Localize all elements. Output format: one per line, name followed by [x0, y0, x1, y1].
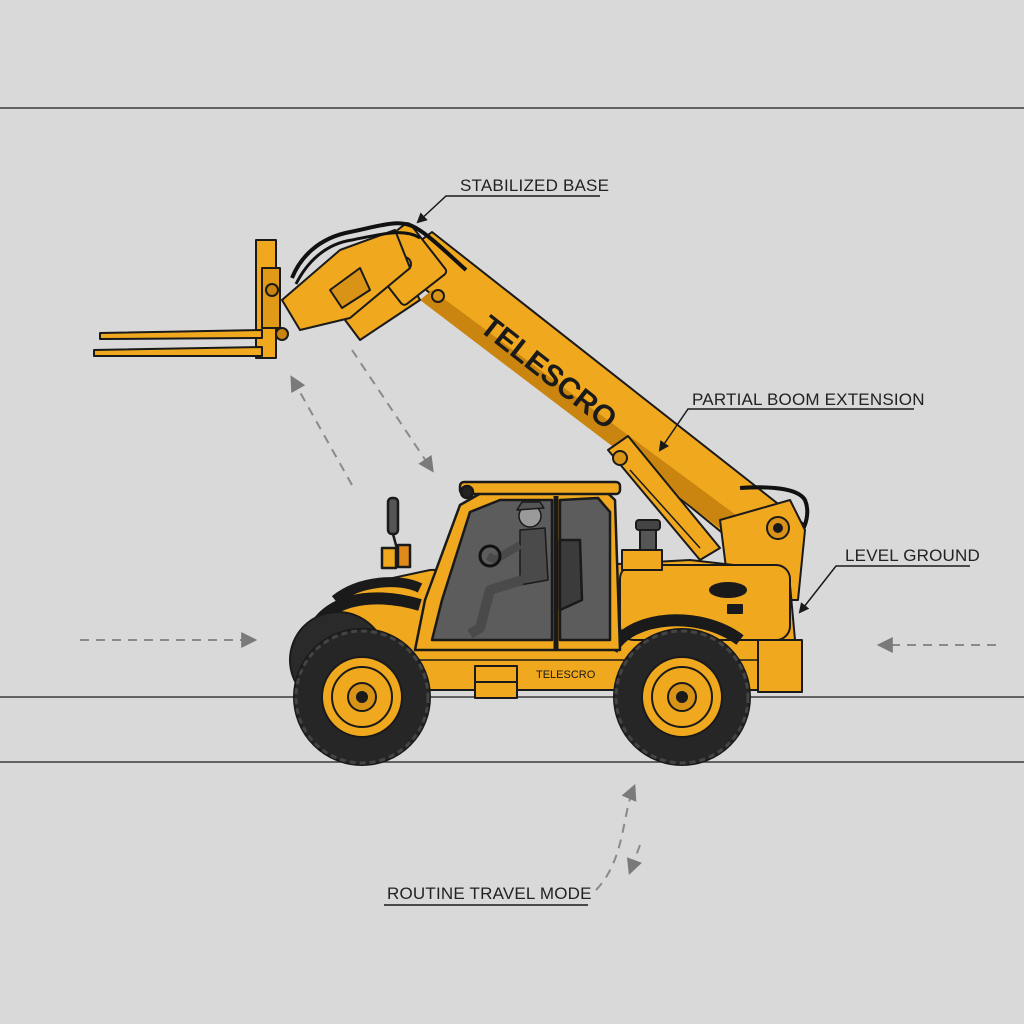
motion-arrows [80, 349, 996, 891]
rear-wheel [613, 628, 751, 766]
callout-label-partial-boom-extension: PARTIAL BOOM EXTENSION [692, 390, 925, 409]
callout-level-ground: LEVEL GROUND [798, 546, 980, 614]
fork-lower [93, 346, 263, 357]
hydraulic-hose-lower [739, 485, 810, 536]
callout-label-level-ground: LEVEL GROUND [845, 546, 980, 565]
ground-up-arrow [595, 784, 637, 891]
callout-label-routine-travel-mode: ROUTINE TRAVEL MODE [387, 884, 592, 903]
front-wheel [293, 628, 431, 766]
operator-cab [380, 480, 622, 652]
lift-cylinder [607, 435, 721, 561]
load-up-arrow [290, 375, 353, 486]
callout-label-stabilized-base: STABILIZED BASE [460, 176, 609, 195]
telescopic-boom [93, 221, 810, 601]
callout-stabilized-base: STABILIZED BASE [416, 176, 609, 224]
hydraulic-hose-upper [290, 221, 468, 279]
wheels [289, 611, 751, 766]
body-brand-text: TELESCRO [536, 669, 596, 681]
callout-routine-travel-mode: ROUTINE TRAVEL MODE [384, 884, 592, 906]
rear-counterweight [757, 639, 803, 693]
side-mirror [386, 496, 400, 536]
ground-down-arrow [626, 844, 642, 876]
fork-upper [99, 329, 263, 340]
load-down-arrow [351, 349, 434, 473]
operator [467, 501, 549, 639]
callout-partial-boom-extension: PARTIAL BOOM EXTENSION [658, 390, 925, 452]
